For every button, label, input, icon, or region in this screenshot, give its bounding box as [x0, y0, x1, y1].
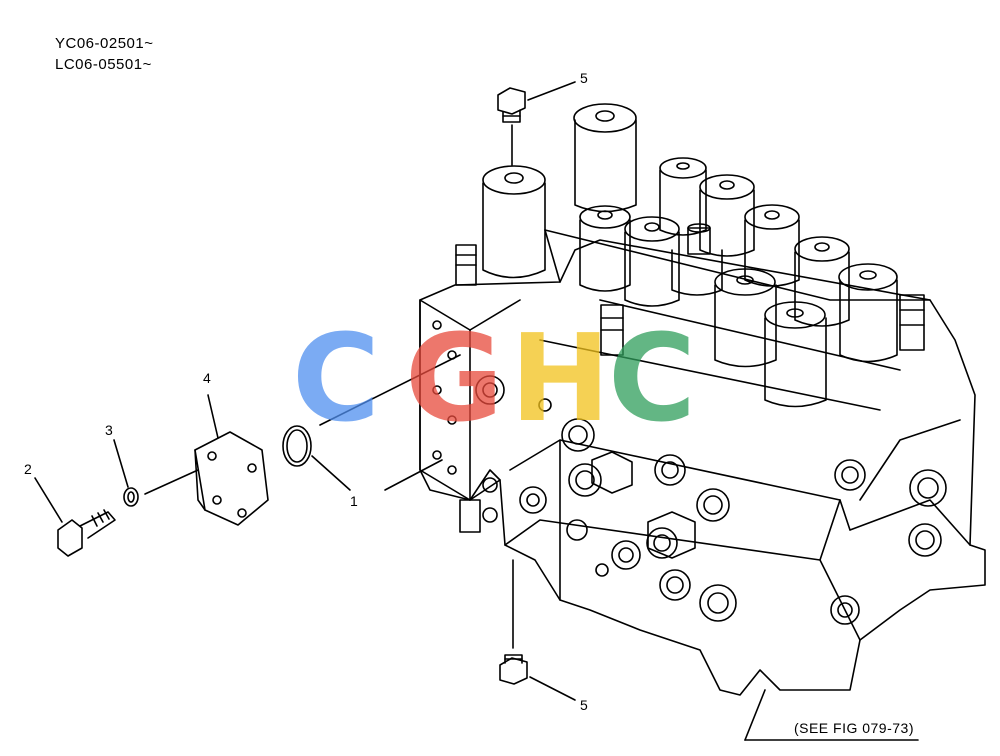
port-openings: [432, 320, 947, 625]
callout-5-top: 5: [580, 70, 588, 86]
cover-plate-part-4: [144, 394, 269, 526]
watermark-letter-c1: C: [292, 310, 381, 449]
callout-5-bottom: 5: [580, 697, 588, 713]
serial-range-2: LC06-05501~: [55, 56, 152, 73]
watermark-letter-c2: C: [608, 310, 697, 449]
callout-2: 2: [24, 461, 32, 477]
serial-range-1: YC06-02501~: [55, 35, 154, 52]
plug-part-5-bottom: [499, 559, 576, 701]
washer-part-3: [113, 439, 139, 507]
callout-4: 4: [203, 370, 211, 386]
reference-leader: [744, 689, 919, 741]
bolt-part-2: [34, 477, 116, 557]
callout-1: 1: [350, 493, 358, 509]
watermark-letter-g: G: [405, 310, 504, 449]
o-ring-part-1: [282, 354, 461, 491]
watermark-letter-h: H: [510, 310, 611, 449]
figure-reference: (SEE FIG 079-73): [793, 720, 914, 736]
plug-part-5-top: [497, 81, 576, 166]
solenoid-caps: [482, 103, 898, 408]
hex-fittings: [455, 244, 925, 533]
callout-3: 3: [105, 422, 113, 438]
